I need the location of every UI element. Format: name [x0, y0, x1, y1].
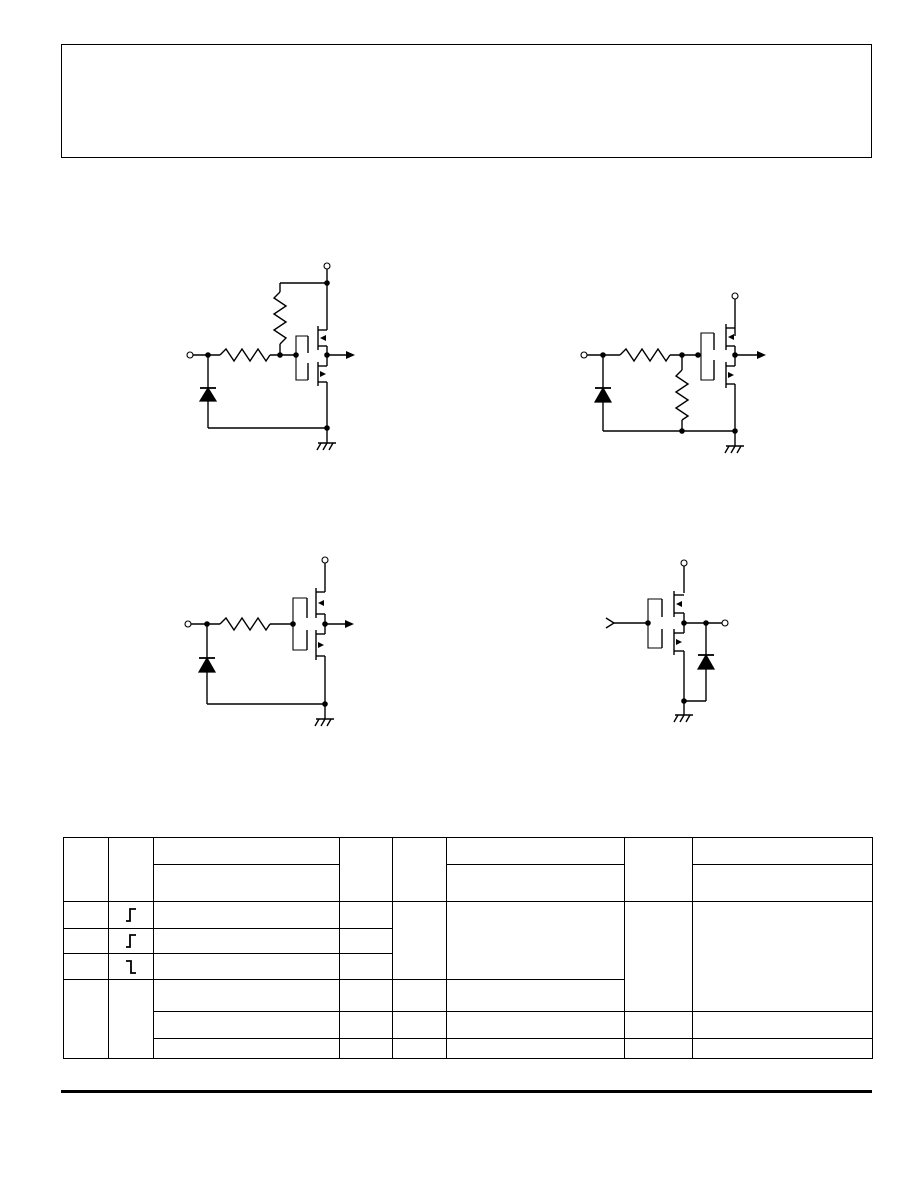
- input-terminal: [580, 351, 588, 359]
- table-cell: [153, 1038, 340, 1059]
- table-cell: [339, 953, 393, 980]
- table-cell: [108, 928, 154, 954]
- table-cell: [108, 979, 154, 1059]
- output-terminal: [721, 619, 729, 627]
- spec-table: [63, 837, 873, 1059]
- table-cell: [339, 1038, 393, 1059]
- header-cell-e: [392, 837, 447, 902]
- table-cell: [153, 979, 340, 1012]
- pullup-resistor: [272, 291, 288, 345]
- table-cell: [446, 901, 625, 980]
- clamp-diode: [696, 653, 716, 670]
- header-box: [61, 44, 872, 158]
- vdd-terminal: [321, 556, 329, 564]
- table-cell: [108, 953, 154, 980]
- rising-edge-icon: [126, 908, 136, 922]
- header-sub-cell-h: [692, 864, 873, 902]
- clamp-diode: [197, 656, 217, 673]
- table-cell: [153, 953, 340, 980]
- input-chevron: [605, 617, 616, 629]
- table-cell: [392, 1011, 447, 1039]
- table-cell: [339, 979, 393, 1012]
- header-cell-g: [624, 837, 693, 902]
- output-arrow: [757, 351, 766, 359]
- header-cell-c: [153, 837, 340, 865]
- vdd-terminal: [680, 559, 688, 567]
- circuit-diagram-1: [186, 262, 355, 451]
- falling-edge-icon: [126, 959, 136, 974]
- header-cell-d: [339, 837, 393, 902]
- table-cell: [339, 1011, 393, 1039]
- clamp-diode: [198, 386, 218, 402]
- header-cell-h: [692, 837, 873, 865]
- table-cell: [108, 901, 154, 929]
- table-cell: [446, 1038, 625, 1059]
- table-cell: [392, 901, 447, 980]
- series-resistor: [219, 347, 271, 363]
- table-cell: [624, 1038, 693, 1059]
- header-sub-cell-c: [153, 864, 340, 902]
- output-arrow: [346, 351, 355, 359]
- table-cell: [624, 1011, 693, 1039]
- vdd-terminal: [731, 292, 739, 300]
- header-cell-a: [63, 837, 109, 902]
- header-sub-cell-f: [446, 864, 625, 902]
- table-cell: [153, 901, 340, 929]
- table-cell: [63, 979, 109, 1059]
- table-cell: [392, 979, 447, 1012]
- input-terminal: [186, 351, 194, 359]
- table-cell: [446, 979, 625, 1012]
- table-cell: [153, 928, 340, 954]
- pulldown-resistor: [674, 369, 690, 421]
- rising-edge-icon: [126, 934, 136, 948]
- table-cell: [692, 901, 873, 1012]
- input-terminal: [184, 620, 192, 628]
- table-cell: [692, 1038, 873, 1059]
- clamp-diode: [593, 386, 613, 403]
- table-cell: [63, 953, 109, 980]
- circuit-diagram-4: [605, 559, 729, 723]
- series-resistor: [619, 347, 671, 363]
- table-cell: [392, 1038, 447, 1059]
- circuit-diagram-2: [580, 292, 766, 454]
- table-cell: [153, 1011, 340, 1039]
- table-cell: [63, 928, 109, 954]
- header-cell-b: [108, 837, 154, 902]
- output-arrow: [345, 620, 354, 628]
- footer-rule: [61, 1090, 872, 1093]
- table-cell: [339, 928, 393, 954]
- table-cell: [446, 1011, 625, 1039]
- table-cell: [339, 901, 393, 929]
- header-cell-f: [446, 837, 625, 865]
- vdd-terminal: [323, 262, 331, 270]
- series-resistor: [219, 616, 271, 632]
- table-cell: [692, 1011, 873, 1039]
- table-cell: [624, 901, 693, 1012]
- table-cell: [63, 901, 109, 929]
- circuit-diagram-3: [184, 556, 354, 727]
